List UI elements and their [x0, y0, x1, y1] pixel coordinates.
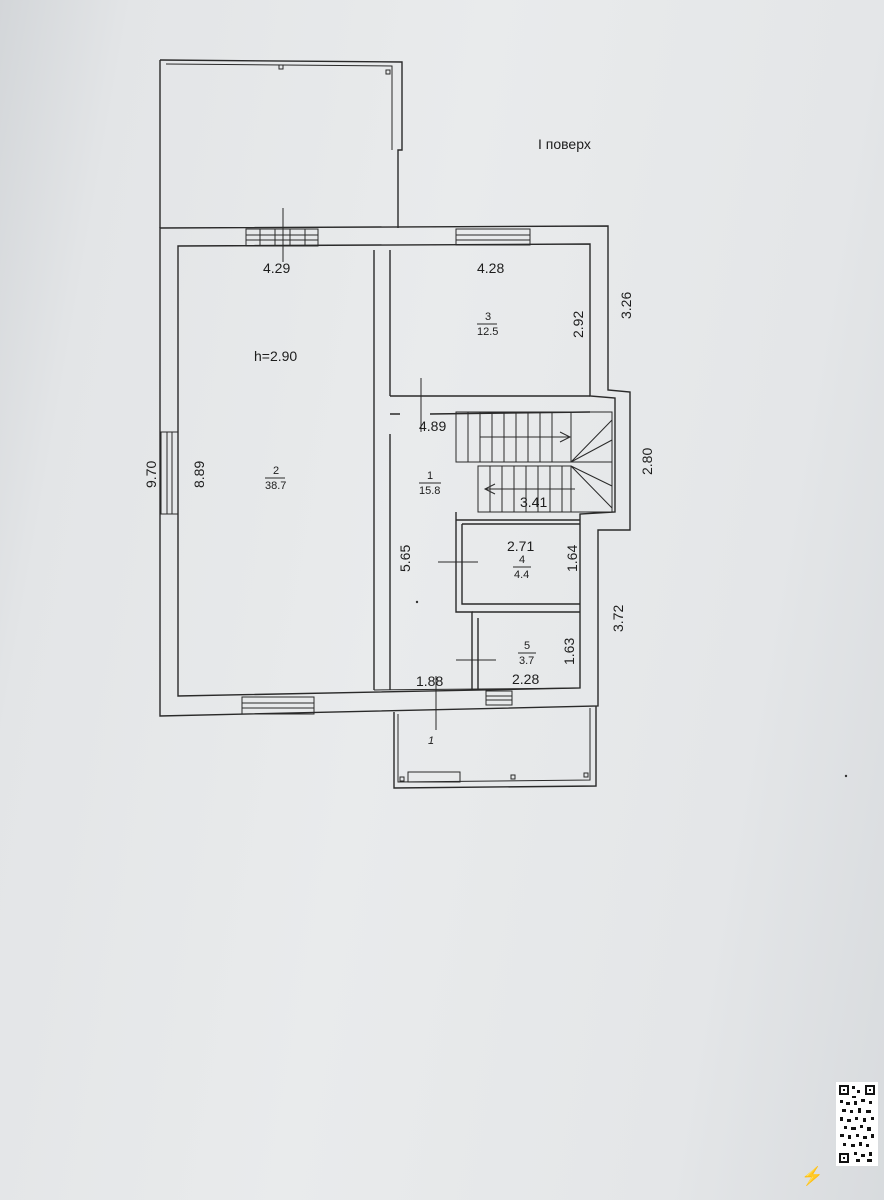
dim-overall-left: 9.70	[143, 461, 159, 488]
entrance-mark: 1	[428, 735, 434, 747]
windows	[160, 228, 531, 715]
dim-room5-height: 1.63	[561, 638, 577, 665]
dim-entry-width: 1.88	[416, 673, 443, 689]
dim-hall-height: 5.65	[397, 545, 413, 572]
room-4-label: 4 4.4	[513, 554, 531, 581]
svg-text:1: 1	[427, 470, 433, 482]
door-marks	[282, 208, 496, 730]
staircase	[455, 411, 613, 513]
dim-room2-width: 4.29	[263, 260, 290, 276]
svg-text:2: 2	[273, 465, 279, 477]
floor-title: І поверх	[538, 136, 591, 152]
dim-room3-width: 4.28	[477, 260, 504, 276]
top-terrace	[159, 59, 403, 228]
room-3-label: 3 12.5	[477, 311, 498, 338]
dim-room4-height: 1.64	[564, 545, 580, 572]
svg-text:15.8: 15.8	[419, 485, 440, 497]
room-1-label: 1 15.8	[419, 470, 441, 497]
dim-stair-side: 2.80	[639, 448, 655, 475]
dim-room4-width: 2.71	[507, 538, 534, 554]
room-5-label: 5 3.7	[518, 640, 536, 667]
svg-text:4: 4	[519, 554, 525, 566]
dim-right-lower: 3.72	[610, 605, 626, 632]
height-label: h=2.90	[254, 348, 297, 364]
svg-text:3.7: 3.7	[519, 655, 534, 667]
qr-code-icon	[836, 1082, 878, 1166]
interior-walls	[373, 250, 591, 691]
svg-text:5: 5	[524, 640, 530, 652]
entrance-porch	[393, 706, 597, 789]
svg-text:12.5: 12.5	[477, 326, 498, 338]
svg-text:3: 3	[485, 311, 491, 323]
dim-room3-height: 2.92	[570, 311, 586, 338]
dim-right-upper: 3.26	[618, 292, 634, 319]
svg-text:4.4: 4.4	[514, 569, 529, 581]
room-2-label: 2 38.7	[265, 465, 286, 492]
dim-room2-height: 8.89	[191, 461, 207, 488]
outer-walls	[159, 225, 631, 717]
dim-stair-bottom: 3.41	[520, 494, 547, 510]
svg-text:38.7: 38.7	[265, 480, 286, 492]
dim-stair-top: 4.89	[419, 418, 446, 434]
dim-room5-width: 2.28	[512, 671, 539, 687]
corner-mark: ⚡	[801, 1166, 824, 1186]
